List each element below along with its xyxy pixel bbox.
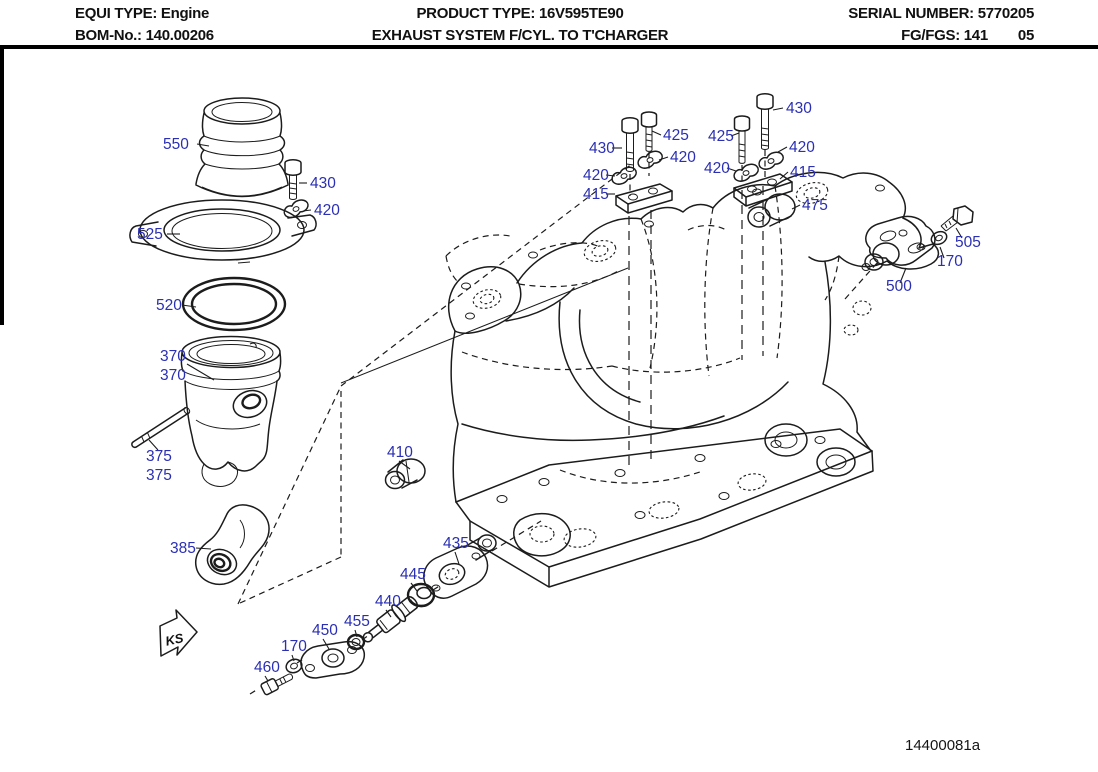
callout-385: 385: [170, 540, 196, 557]
construction-lines: [237, 150, 878, 695]
callout-410: 410: [387, 444, 413, 461]
drawing-number: 14400081a: [905, 737, 981, 754]
ks-view-label: KS: [164, 630, 185, 648]
callout-375-a: 375: [146, 448, 172, 465]
left-border-rule: [0, 45, 4, 325]
callout-520: 520: [156, 297, 182, 314]
callout-450: 450: [312, 622, 338, 639]
callout-170-right: 170: [937, 253, 963, 270]
bolt-425-left: [640, 111, 658, 152]
ks-view-arrow: KS: [159, 609, 198, 657]
part-550-sleeve: [195, 97, 289, 198]
clamp-assembly-right: [733, 93, 796, 228]
bottom-valve-chain: [260, 534, 497, 696]
product-type: PRODUCT TYPE: 16V595TE90: [416, 4, 624, 22]
callout-425-right: 425: [708, 128, 734, 145]
callout-425-left: 425: [663, 127, 689, 144]
part-475-plug: [747, 193, 796, 228]
callout-420-clamp: 420: [314, 202, 340, 219]
fg-fgs-value: FG/FGS: 141: [901, 26, 988, 44]
equi-type: EQUI TYPE: Engine: [75, 4, 210, 22]
clip-420-right-b: [733, 163, 759, 182]
bolt-430-clamp: [284, 159, 302, 200]
callout-420-right-b: 420: [789, 139, 815, 156]
callout-430-clamp: 430: [310, 175, 336, 192]
part-370-pipe: [180, 335, 282, 487]
serial-number: SERIAL NUMBER: 5770205: [848, 4, 1034, 22]
clip-420-left-b: [611, 166, 637, 185]
washer-170-right: [930, 230, 948, 246]
block-415-left: [615, 183, 673, 214]
callout-170-bottom: 170: [281, 638, 307, 655]
part-410-plug: [384, 458, 426, 490]
header-rule: [0, 45, 1098, 49]
clip-420-right-a: [758, 151, 784, 170]
callout-435: 435: [443, 535, 469, 552]
callout-445: 445: [400, 566, 426, 583]
block-415-right: [733, 173, 793, 207]
flange-assembly-500: [861, 205, 974, 271]
bolt-425-right: [733, 115, 751, 164]
clamp-assembly-left: [611, 111, 673, 214]
part-445-bushing: [406, 582, 436, 608]
bolt-430-right: [756, 93, 774, 150]
bolt-460: [260, 673, 294, 696]
part-435-flange: [423, 534, 497, 599]
callout-500: 500: [886, 278, 912, 295]
leader-lines: [148, 107, 963, 682]
bolt-430-left: [621, 117, 639, 172]
part-450-flange: [300, 640, 366, 679]
bolt-holes: [461, 184, 926, 519]
callout-375-b: 375: [146, 467, 172, 484]
callout-415-right: 415: [790, 164, 816, 181]
bolt-505: [940, 205, 974, 232]
part-375-stud: [131, 406, 191, 449]
fg-fgs: FG/FGS: 141 05: [740, 27, 1098, 44]
part-385-elbow: [194, 504, 270, 586]
clip-420-left-a: [637, 150, 663, 169]
callout-430-right: 430: [786, 100, 812, 117]
callout-475: 475: [802, 197, 828, 214]
part-525-clamp: [129, 199, 317, 264]
callout-505: 505: [955, 234, 981, 251]
header: EQUI TYPE: Engine PRODUCT TYPE: 16V595TE…: [0, 0, 1098, 46]
page-title: EXHAUST SYSTEM F/CYL. TO T'CHARGER: [371, 26, 669, 44]
callout-525: 525: [137, 226, 163, 243]
callout-370-a: 370: [160, 348, 186, 365]
clip-420-clamp: [283, 199, 309, 219]
part-520-seal-ring: [181, 276, 287, 332]
callout-420-right-a: 420: [704, 160, 730, 177]
washer-170-bottom: [285, 658, 303, 674]
callout-420-left-a: 420: [670, 149, 696, 166]
bom-number: BOM-No.: 140.00206: [75, 26, 214, 44]
callout-455: 455: [344, 613, 370, 630]
callout-labels: 550 430 420 525 520 370 370 375 375 385 …: [137, 100, 981, 676]
callout-430-left: 430: [589, 140, 615, 157]
callout-415-left: 415: [583, 186, 609, 203]
callout-370-b: 370: [160, 367, 186, 384]
callout-460: 460: [254, 659, 280, 676]
callout-420-left-b: 420: [583, 167, 609, 184]
callout-550: 550: [163, 136, 189, 153]
manifold-body: [445, 171, 940, 588]
callout-440: 440: [375, 593, 401, 610]
fg-fgs-sheet: 05: [1017, 26, 1034, 44]
